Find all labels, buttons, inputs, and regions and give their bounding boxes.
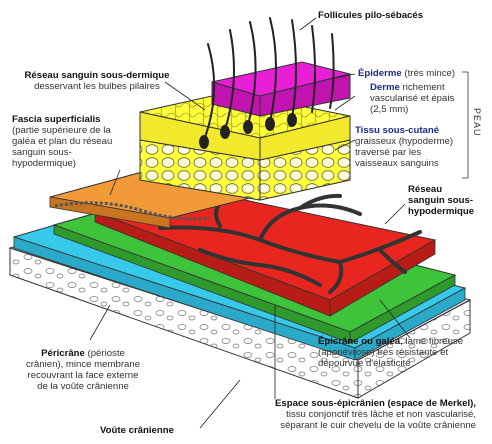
leader-lines	[89, 17, 411, 429]
reseau-sous-hypo-title3: hypodermique	[408, 206, 475, 217]
pericrane-desc3: recouvrant la face externe	[27, 370, 139, 381]
espace-desc2: séparant le cuir chevelu de la voûte crâ…	[280, 420, 476, 431]
peau-label: PEAU	[472, 108, 482, 137]
epicrane-title: Épicrâne ou galéa	[318, 336, 401, 347]
epicrane-desc3: dépourvue d'élasticité	[318, 358, 411, 369]
label-fascia: Fascia superficialis (partie supérieure …	[12, 114, 142, 169]
tissu-title: Tissu sous-cutané	[355, 125, 440, 136]
derme-desc2: vascularisé et épais	[370, 93, 455, 104]
label-tissu: Tissu sous-cutané graisseux (hypoderme) …	[355, 125, 460, 169]
dermis-layer	[139, 91, 351, 161]
tissu-desc2: traversé par les	[355, 147, 422, 158]
epicrane-desc2: (aponévrose) très résistante et	[318, 347, 449, 358]
tissu-desc: graisseux (hypoderme)	[355, 136, 454, 147]
voute-title: Voûte crânienne	[100, 425, 174, 436]
fascia-desc: (partie supérieure de la	[12, 125, 111, 136]
tissu-desc3: vaisseaux sanguins	[355, 158, 439, 169]
pericrane-title: Péricrâne	[41, 348, 85, 359]
label-voute: Voûte crânienne	[100, 425, 174, 436]
pericrane-desc4: de la voûte crânienne	[37, 381, 129, 392]
espace-desc: tissu conjonctif très lâche et non vascu…	[286, 409, 476, 420]
label-follicules: Follicules pilo-sébacés	[318, 10, 423, 21]
derme-title: Derme	[370, 82, 400, 93]
label-epicrane: Épicrâne ou galéa, lame fibreuse (aponév…	[318, 336, 490, 369]
fascia-title: Fascia superficialis	[12, 114, 101, 125]
label-derme: Derme richement vascularisé et épais (2,…	[370, 82, 470, 115]
pericrane-desc: (périoste	[87, 348, 125, 359]
peau-bracket	[462, 71, 469, 179]
reseau-sous-dermique-title: Réseau sanguin sous-dermique	[24, 70, 170, 81]
pericrane-desc2: crânien), mince membrane	[25, 359, 141, 370]
subhypodermal-vessels	[158, 193, 422, 294]
follicules-title: Follicules pilo-sébacés	[318, 10, 424, 21]
epiderme-desc: (très mince)	[404, 68, 456, 79]
label-epiderme: Épiderme (très mince)	[358, 68, 466, 79]
fascia-desc3: sanguin sous-	[12, 147, 72, 158]
espace-title: Espace sous-épicrânien (espace de Merkel…	[274, 398, 476, 409]
label-pericrane: Péricrâne (périoste crânien), mince memb…	[8, 348, 158, 392]
label-espace: Espace sous-épicrânien (espace de Merkel…	[218, 398, 476, 431]
fascia-desc2: galéa et plan du réseau	[12, 136, 113, 147]
reseau-sous-dermique-desc: desservant les bulbes pilaires	[34, 81, 160, 92]
label-reseau-sous-dermique: Réseau sanguin sous-dermique desservant …	[12, 70, 182, 92]
label-reseau-sous-hypo: Réseau sanguin sous- hypodermique	[408, 184, 490, 217]
reseau-sous-hypo-title: Réseau	[408, 184, 443, 195]
fascia-desc4: hypodermique)	[12, 158, 76, 169]
reseau-sous-hypo-title2: sanguin sous-	[408, 195, 474, 206]
hair-follicles	[199, 17, 335, 149]
epiderme-title: Épiderme	[358, 68, 402, 79]
derme-desc3: (2,5 mm)	[370, 104, 409, 115]
epicrane-desc: , lame fibreuse	[400, 336, 464, 347]
derme-desc: richement	[402, 82, 445, 93]
